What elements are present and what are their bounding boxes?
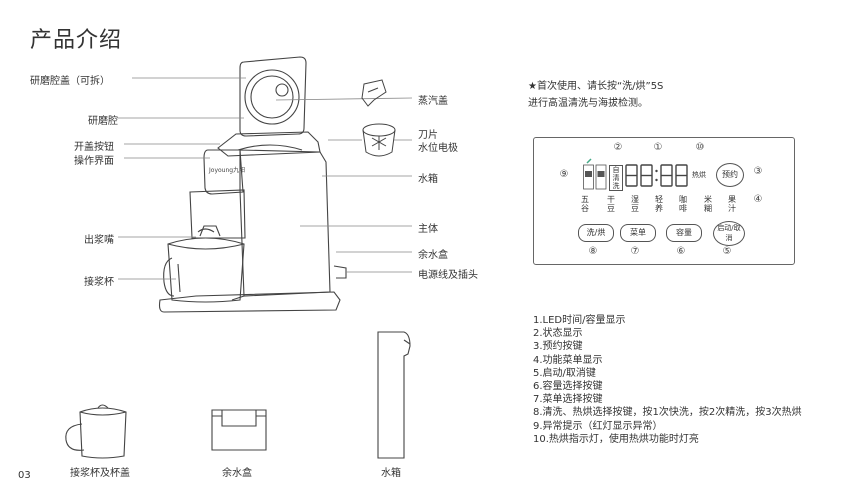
legend-item: 3.预约按键 — [533, 341, 583, 353]
function-mihu: 米糊 — [704, 195, 712, 213]
panel-number-6: ⑥ — [676, 246, 686, 257]
label-spout: 出浆嘴 — [84, 235, 114, 246]
function-kafei: 咖啡 — [679, 195, 687, 213]
brand-logo: Joyoung九阳 — [209, 167, 246, 174]
legend-item: 5.启动/取消键 — [533, 367, 596, 379]
panel-number-3: ③ — [753, 166, 763, 177]
legend-item: 2.状态显示 — [533, 328, 583, 340]
function-guozhi: 果汁 — [728, 195, 736, 213]
water-tank-drawing — [377, 331, 411, 459]
function-wugu: 五谷 — [581, 195, 589, 213]
capacity-button[interactable]: 容量 — [666, 224, 702, 242]
label-control-panel: 操作界面 — [74, 156, 114, 167]
base-drawing — [158, 291, 341, 313]
steam-cover-drawing — [361, 79, 387, 107]
panel-number-7: ⑦ — [630, 246, 640, 257]
caption-tank: 水箱 — [381, 468, 401, 479]
legend-item: 10.热烘指示灯，使用热烘功能时灯亮 — [533, 433, 699, 445]
legend-item: 6.容量选择按键 — [533, 381, 603, 393]
panel-number-4: ④ — [753, 194, 763, 205]
cup-with-lid-drawing — [79, 407, 127, 459]
label-grinding-cover: 研磨腔盖（可拆） — [30, 76, 110, 87]
function-shidou: 湿豆 — [631, 195, 639, 213]
grinding-cover-drawing — [239, 56, 307, 137]
wash-dry-button[interactable]: 洗/烘 — [578, 224, 614, 242]
panel-number-2: ② — [613, 142, 623, 153]
panel-number-10: ⑩ — [695, 142, 705, 153]
label-open-button: 开盖按钮 — [74, 142, 114, 153]
label-main-body: 主体 — [418, 224, 438, 235]
control-panel-drawing — [203, 149, 244, 195]
label-blade: 刀片 — [418, 130, 438, 141]
legend-item: 1.LED时间/容量显示 — [533, 315, 626, 326]
hot-dry-indicator: 热烘 — [692, 171, 706, 179]
blade-drawing — [362, 129, 396, 157]
panel-legend: 1.LED时间/容量显示 2.状态显示 3.预约按键 4.功能菜单显示 5.启动… — [533, 314, 802, 446]
label-water-electrode: 水位电极 — [418, 143, 458, 154]
label-waste-box: 余水盒 — [418, 250, 448, 261]
label-power-cord: 电源线及插头 — [418, 270, 478, 281]
first-use-note: ★首次使用、请长按“洗/烘”5S 进行高温清洗与海拔检测。 — [528, 78, 663, 112]
page-number: 03 — [18, 470, 31, 481]
caption-cup: 接浆杯及杯盖 — [70, 468, 130, 479]
control-panel-diagram — [533, 137, 795, 265]
status-icons — [583, 158, 607, 190]
note-line-1: ★首次使用、请长按“洗/烘”5S — [528, 81, 664, 92]
reserve-button[interactable]: 预约 — [716, 163, 744, 187]
function-qingyang: 轻养 — [655, 195, 663, 213]
legend-item: 4.功能菜单显示 — [533, 354, 603, 366]
panel-number-1: ① — [653, 142, 663, 153]
label-grinding-chamber: 研磨腔 — [88, 116, 118, 127]
panel-number-8: ⑧ — [588, 246, 598, 257]
waste-box-drawing — [211, 409, 267, 451]
page-title: 产品介绍 — [30, 28, 123, 53]
label-steam-cover: 蒸汽盖 — [418, 96, 448, 107]
legend-item: 8.清洗、热烘选择按键，按1次快洗，按2次精洗，按3次热烘 — [533, 407, 802, 419]
self-clean-mode-icon: 自清洗 — [609, 165, 623, 191]
led-display — [625, 164, 688, 187]
label-water-tank: 水箱 — [418, 174, 438, 185]
cup-drawing — [167, 237, 245, 303]
start-cancel-button[interactable]: 启动/取消 — [713, 221, 745, 246]
panel-number-9: ⑨ — [559, 169, 569, 180]
panel-number-5: ⑤ — [722, 246, 732, 257]
legend-item: 9.异常提示（红灯显示异常） — [533, 420, 663, 432]
label-cup: 接浆杯 — [84, 277, 114, 288]
note-line-2: 进行高温清洗与海拔检测。 — [528, 98, 648, 109]
menu-button[interactable]: 菜单 — [620, 224, 656, 242]
function-gandou: 干豆 — [607, 195, 615, 213]
legend-item: 7.菜单选择按键 — [533, 394, 603, 406]
caption-waste-box: 余水盒 — [222, 468, 252, 479]
